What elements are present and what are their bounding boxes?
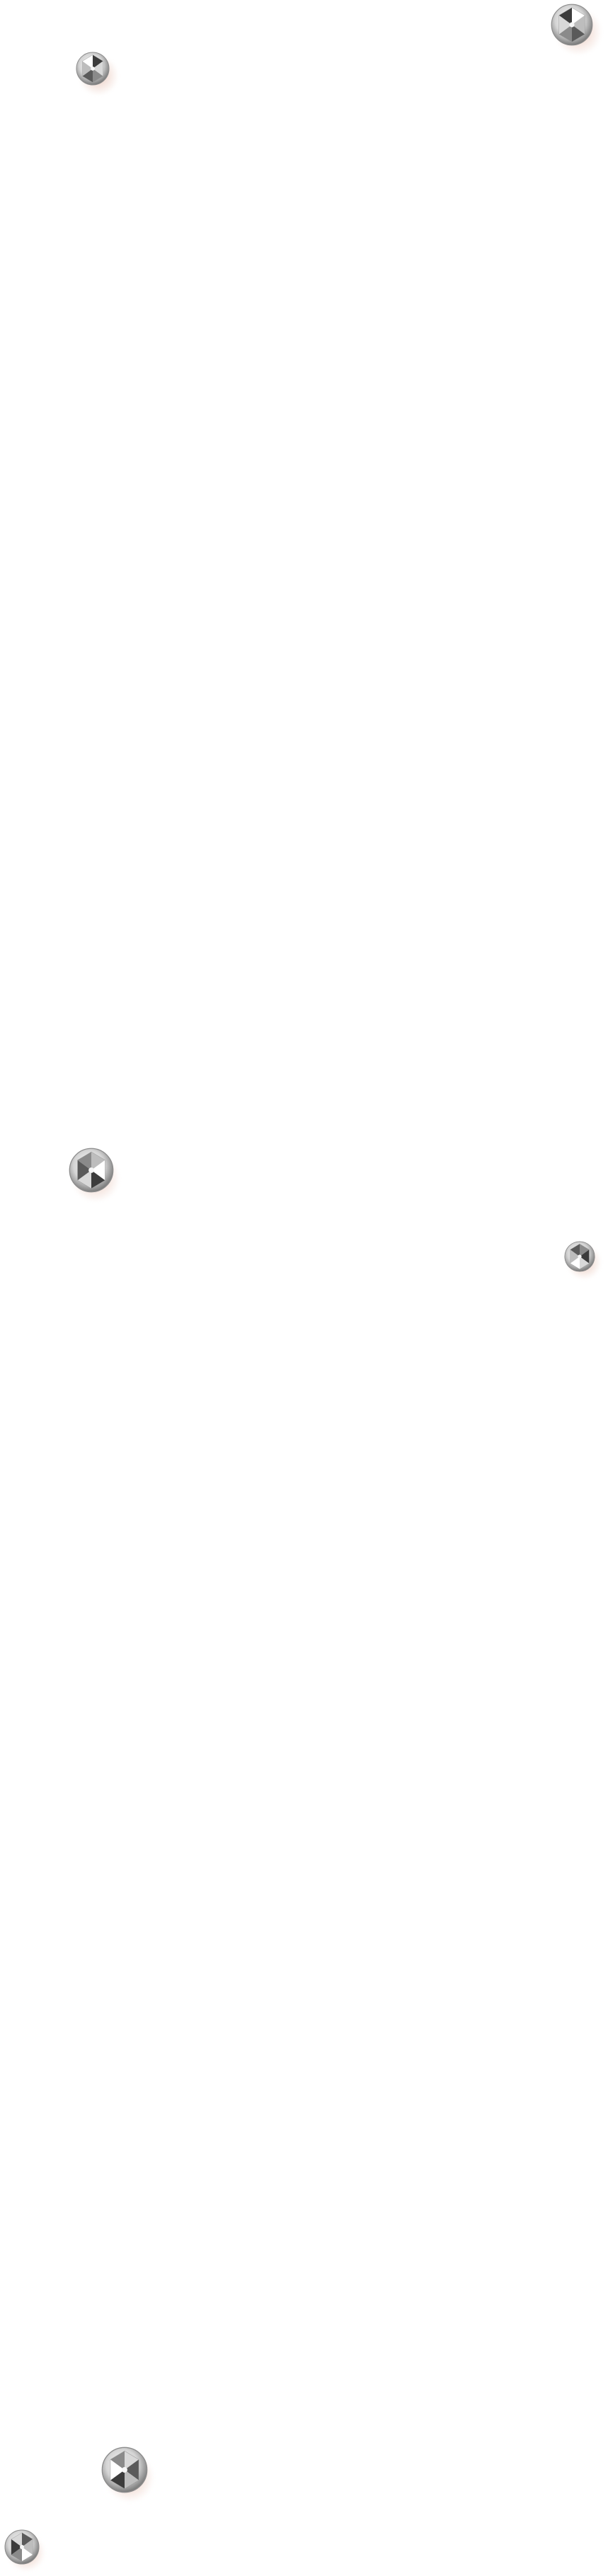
crystal-gem-icon xyxy=(76,52,110,86)
crystal-gem-graphic xyxy=(101,2447,148,2493)
crystal-gem-icon xyxy=(564,1241,595,1272)
crystal-gem-icon xyxy=(4,2529,40,2565)
crystal-gem-icon xyxy=(101,2447,148,2493)
crystal-gem-graphic xyxy=(564,1241,595,1272)
crystal-gem-graphic xyxy=(4,2529,40,2565)
crystal-gem-graphic xyxy=(69,1148,114,1193)
crystal-gem-graphic xyxy=(76,52,110,86)
crystal-gem-graphic xyxy=(551,4,593,46)
crystal-gem-icon xyxy=(551,4,593,46)
crystal-gem-icon xyxy=(69,1148,114,1193)
